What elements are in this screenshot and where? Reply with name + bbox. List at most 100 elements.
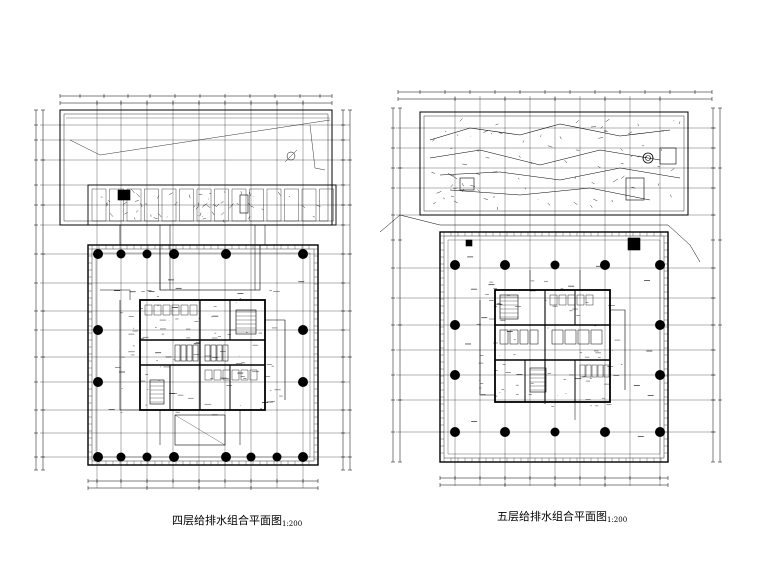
pipe-segment	[559, 136, 562, 140]
elevator-shaft	[519, 329, 529, 345]
tower-outline	[439, 231, 669, 463]
pipe-segment	[174, 201, 178, 206]
toilet-stall	[144, 304, 153, 316]
left-plan-caption: 四层给排水组合平面图1:200	[172, 512, 302, 528]
pipe-segment	[450, 195, 454, 198]
pipe-segment	[591, 182, 595, 184]
service-room	[319, 188, 334, 222]
service-room	[266, 188, 282, 222]
stair	[499, 294, 519, 320]
column	[655, 427, 665, 437]
ramp-line	[379, 214, 441, 233]
pipe-segment	[220, 201, 224, 204]
pipe-segment	[456, 134, 459, 136]
pipe-segment	[590, 205, 593, 208]
supply-pipe	[100, 289, 131, 300]
pipe-segment	[670, 168, 675, 172]
column	[298, 377, 308, 387]
pipe-segment	[461, 188, 464, 192]
toilet-stall	[591, 364, 598, 378]
toilet-stall	[579, 364, 586, 378]
pipe-segment	[620, 148, 623, 152]
pipe-segment	[637, 155, 640, 158]
toilet-stall	[153, 304, 162, 316]
pipe-segment	[593, 198, 598, 202]
toilet-stall	[585, 364, 592, 378]
column	[142, 249, 152, 259]
pipe-segment	[518, 155, 521, 158]
tower-inner-line	[91, 248, 315, 462]
pipe-segment	[454, 200, 458, 204]
column	[298, 249, 308, 259]
pipe-segment	[211, 211, 215, 216]
left-floor-plan	[34, 94, 352, 490]
right-floor-plan	[379, 90, 722, 487]
pipe-segment	[522, 140, 525, 143]
pipe-segment	[459, 118, 463, 122]
pipe-segment	[316, 205, 321, 207]
column	[500, 260, 510, 270]
right-plan-caption: 五层给排水组合平面图1:200	[497, 508, 627, 524]
service-room	[109, 188, 124, 222]
pipe-segment	[288, 196, 291, 198]
toilet-stall	[180, 304, 189, 316]
pipe-segment	[483, 198, 489, 201]
toilet-stall	[231, 369, 240, 381]
pump-room	[459, 177, 475, 191]
lobby-room	[174, 414, 226, 446]
pipe-segment	[135, 210, 139, 213]
pipe-segment	[547, 145, 553, 148]
toilet-stall	[549, 294, 558, 306]
pipe-segment	[156, 195, 160, 199]
column	[550, 427, 560, 437]
pipe-segment	[123, 201, 128, 205]
pipe-segment	[436, 191, 442, 194]
service-room	[301, 188, 317, 222]
pipe-segment	[605, 118, 610, 123]
roof-pipe	[439, 167, 681, 181]
service-room	[91, 188, 107, 222]
service-room	[214, 188, 229, 222]
pipe-segment	[158, 213, 162, 218]
pipe-segment	[222, 219, 225, 223]
column	[116, 249, 126, 259]
stair	[235, 309, 257, 335]
pipe-segment	[169, 192, 173, 195]
column	[655, 370, 665, 380]
pipe-segment	[452, 175, 458, 180]
tower-inner-line	[443, 235, 665, 459]
pipe-segment	[433, 202, 436, 205]
pipe-segment	[530, 161, 533, 165]
toilet-stall	[222, 369, 231, 381]
core-outline	[139, 299, 266, 411]
pipe-segment	[462, 163, 468, 166]
pipe-segment	[628, 131, 633, 135]
roof-drain-symbol	[286, 151, 296, 161]
pipe-segment	[247, 216, 251, 220]
elevator-shaft	[216, 344, 223, 362]
pipe-segment	[483, 130, 489, 133]
service-room	[161, 188, 177, 222]
pipe-segment	[215, 203, 220, 208]
core-outline	[494, 289, 611, 403]
drain-pipe	[479, 300, 495, 396]
toilet-stall	[171, 304, 180, 316]
elevator-shaft	[210, 344, 217, 362]
column	[169, 249, 179, 259]
toilet-stall	[603, 364, 610, 378]
column	[221, 452, 231, 462]
column	[550, 260, 560, 270]
pipe-segment	[131, 189, 135, 194]
pipe-segment	[450, 175, 455, 177]
toilet-stall	[213, 369, 222, 381]
column	[221, 249, 231, 259]
column	[246, 452, 256, 462]
service-room	[284, 188, 299, 222]
pipe-segment	[145, 202, 148, 206]
pipe-segment	[670, 194, 672, 198]
roof-slope-line	[69, 119, 331, 156]
service-room	[126, 188, 142, 222]
roof-pipe	[429, 123, 671, 141]
pipe-segment	[140, 202, 143, 207]
